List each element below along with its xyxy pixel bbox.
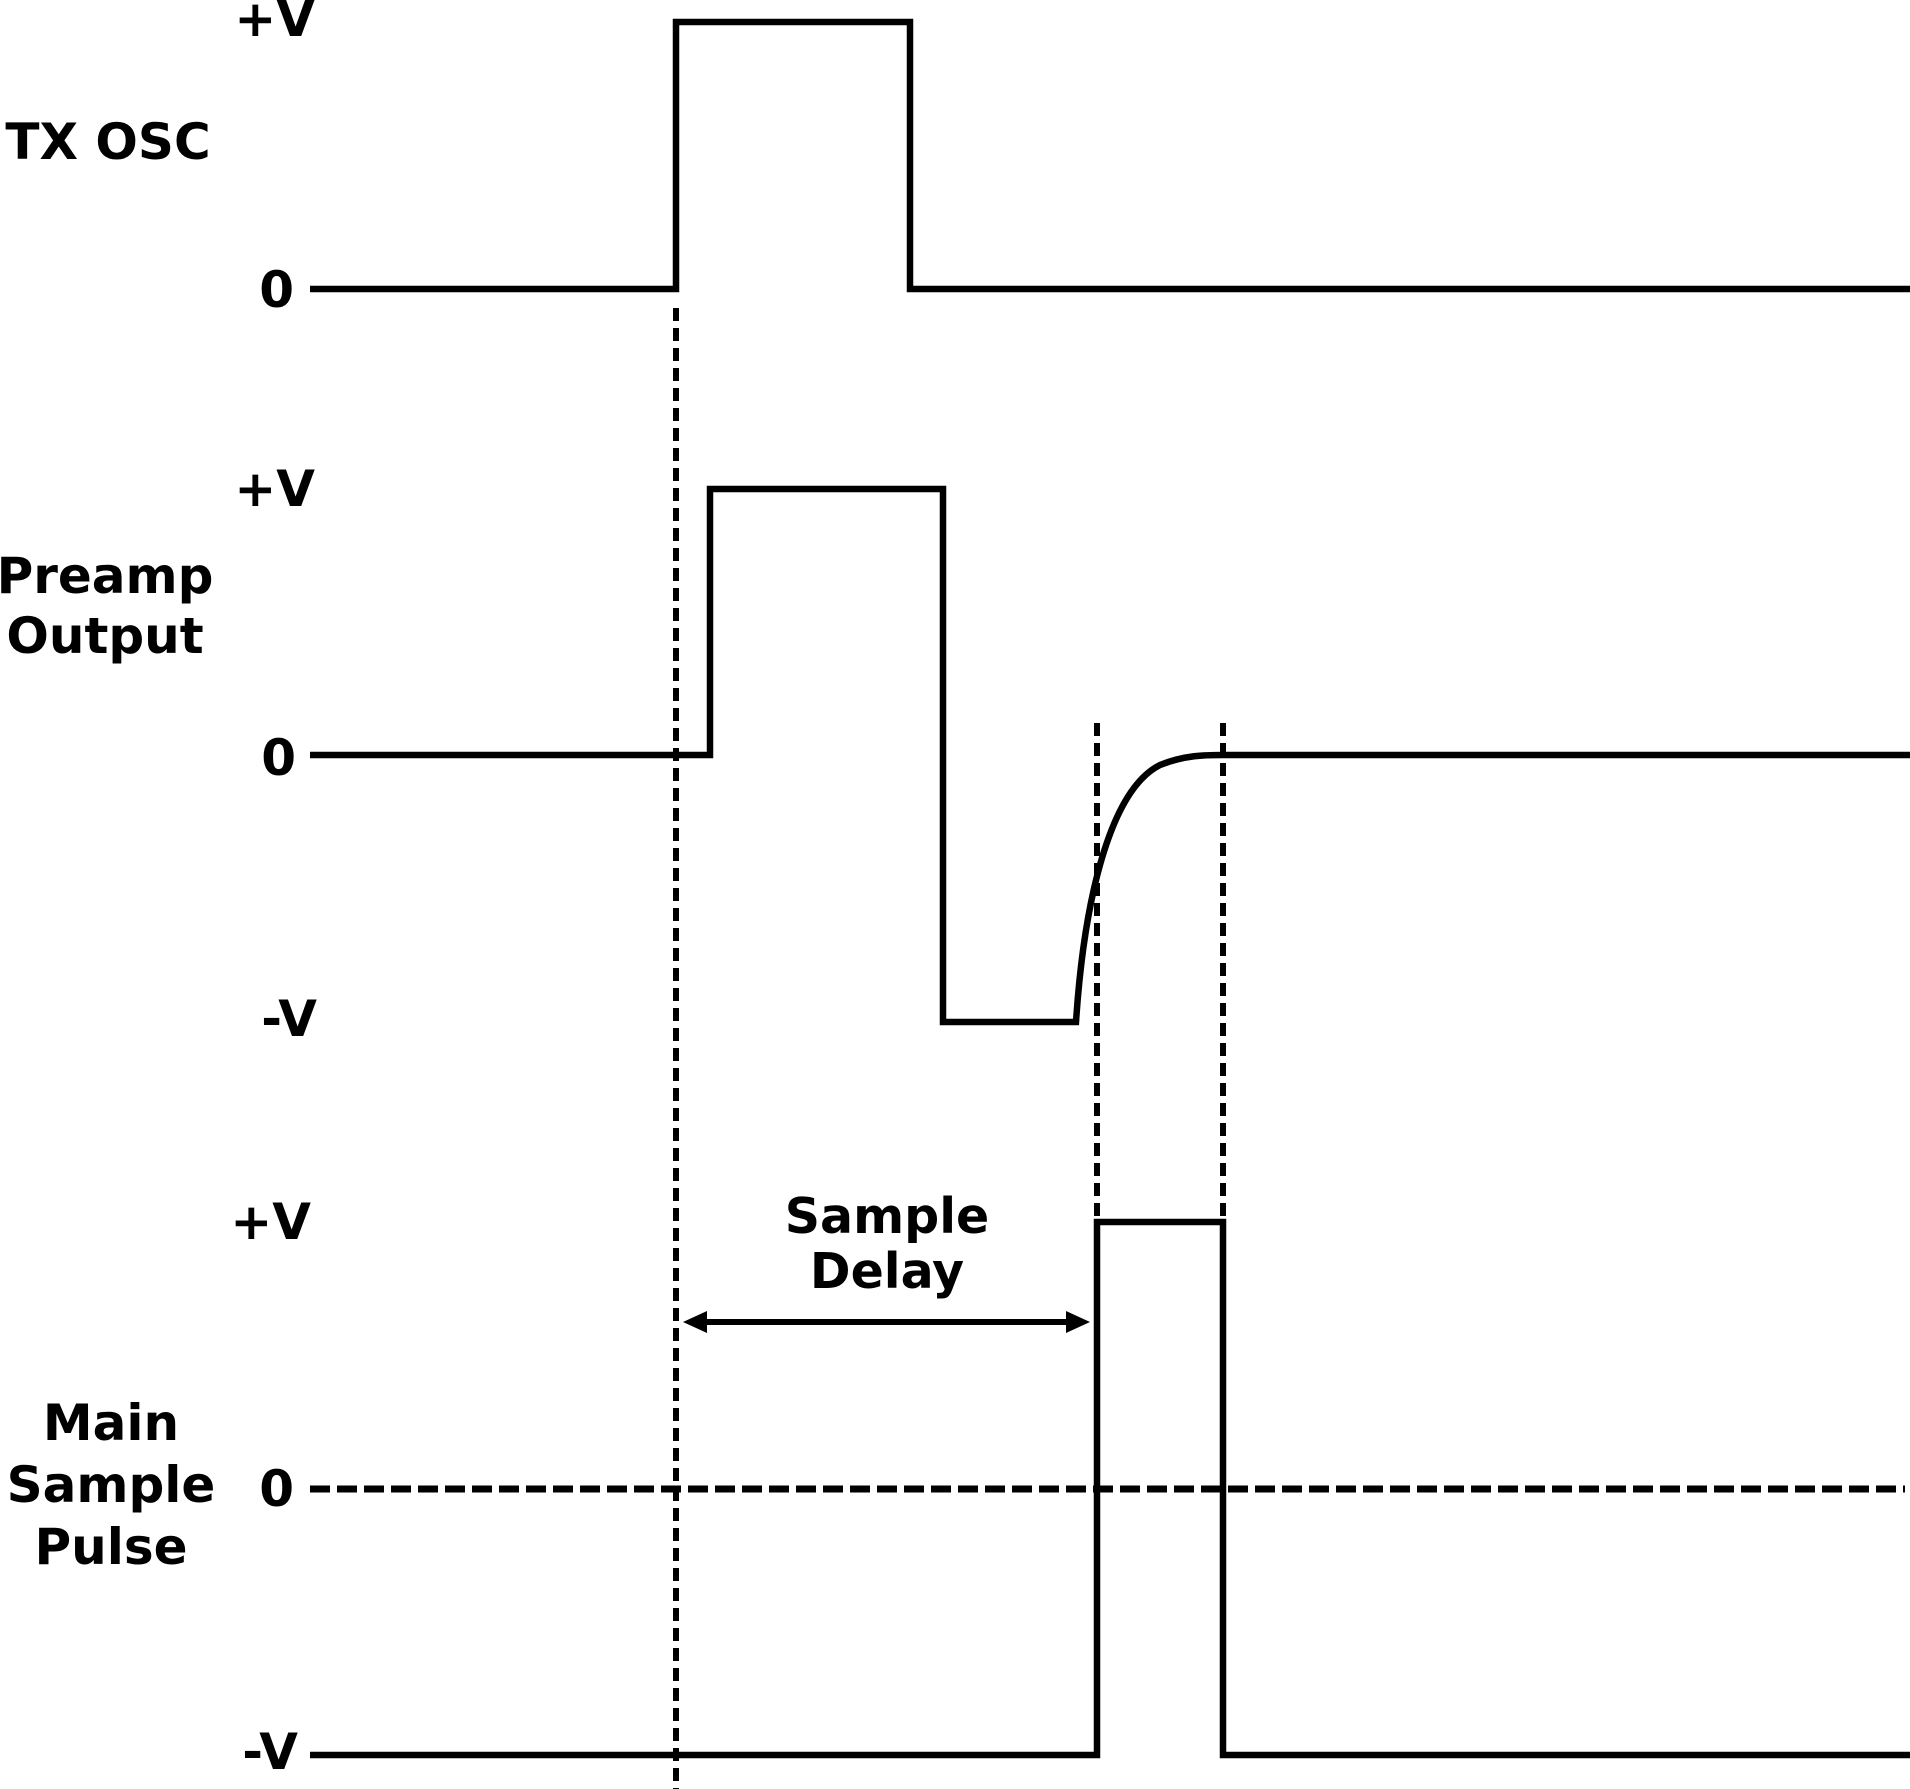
signal-label-preamp-output: Preamp Output — [0, 547, 213, 665]
signal-label-tx-osc: TX OSC — [5, 113, 210, 171]
preamp-zero-level-label: 0 — [261, 729, 296, 787]
sample-delay-arrow-left-head-icon — [683, 1311, 707, 1333]
tx-osc-zero-level-label: 0 — [259, 261, 294, 319]
signal-label-main-sample-pulse-line-2: Sample — [7, 1456, 216, 1514]
signal-label-main-sample-pulse: Main Sample Pulse — [7, 1394, 216, 1576]
preamp-output-waveform — [310, 485, 1910, 1026]
signal-label-main-sample-pulse-line-1: Main — [43, 1394, 179, 1452]
signal-label-preamp-output-line-2: Output — [6, 607, 203, 665]
preamp-low-level-label: -V — [261, 990, 317, 1048]
main-sample-pulse-waveform — [310, 1218, 1910, 1759]
signal-label-main-sample-pulse-line-3: Pulse — [34, 1518, 187, 1576]
sample-delay-label-line-2: Delay — [810, 1243, 964, 1300]
preamp-high-level-label: +V — [234, 460, 315, 518]
tx-osc-high-level-label: +V — [234, 0, 315, 48]
sample-delay-arrow-right-head-icon — [1066, 1311, 1090, 1333]
signal-label-preamp-output-line-1: Preamp — [0, 547, 213, 605]
sample-pulse-high-level-label: +V — [230, 1193, 311, 1251]
sample-pulse-low-level-label: -V — [242, 1723, 298, 1781]
sample-delay-annotation: Sample Delay — [683, 1188, 1090, 1333]
sample-pulse-zero-level-label: 0 — [259, 1460, 294, 1518]
signal-label-tx-osc-line-1: TX OSC — [5, 113, 210, 171]
tx-osc-waveform — [310, 18, 1910, 293]
sample-delay-label-line-1: Sample — [785, 1188, 990, 1245]
